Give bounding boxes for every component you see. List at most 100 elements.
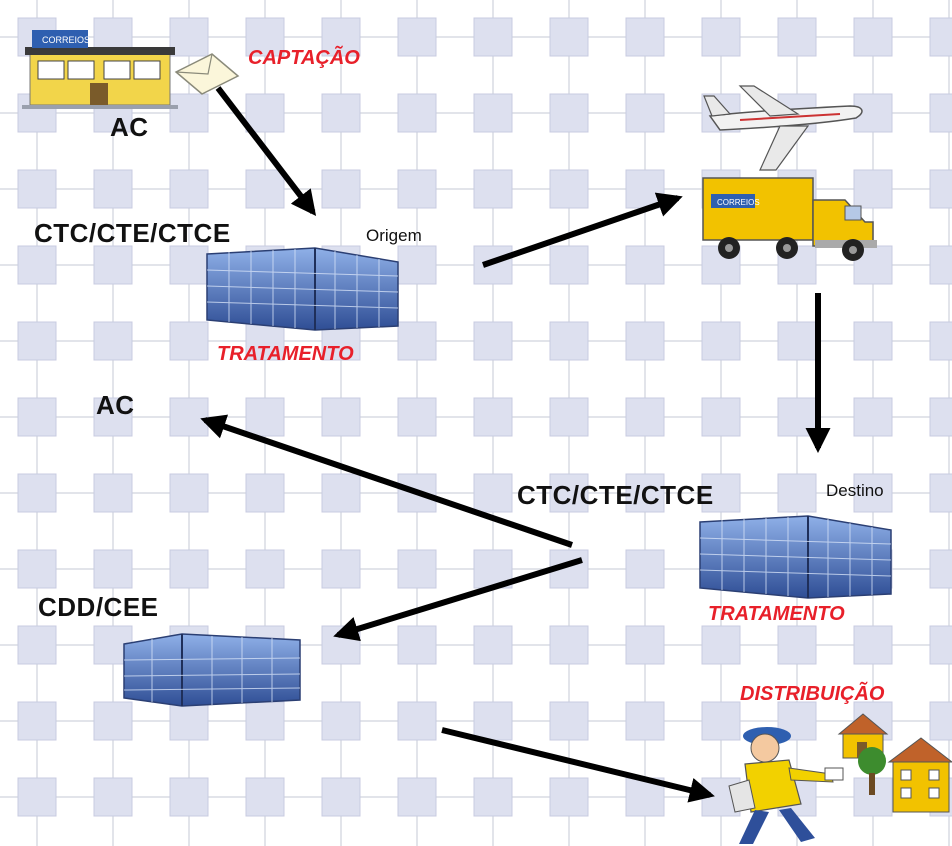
grid-square	[397, 245, 437, 285]
node-ctc-origem: CTC/CTE/CTCE	[34, 218, 231, 248]
tree-icon	[858, 747, 886, 795]
grid-square	[701, 625, 741, 665]
grid-square	[625, 625, 665, 665]
stage-tratamento-destino: TRATAMENTO	[708, 603, 845, 625]
grid-square	[17, 321, 57, 361]
grid-square	[321, 169, 361, 209]
grid-square	[929, 625, 952, 665]
node-origem-label: Origem	[366, 226, 422, 245]
grid-square	[397, 549, 437, 589]
grid-square	[853, 321, 893, 361]
grid-square	[929, 549, 952, 589]
grid-square	[929, 321, 952, 361]
building-icon	[123, 633, 301, 707]
grid-square	[929, 17, 952, 57]
grid-square	[473, 473, 513, 513]
grid-square	[549, 321, 589, 361]
grid-square	[777, 473, 817, 513]
grid-square	[397, 701, 437, 741]
grid-square	[701, 701, 741, 741]
grid-square	[625, 321, 665, 361]
stage-captacao: CAPTAÇÃO	[248, 47, 360, 69]
grid-square	[169, 549, 209, 589]
grid-square	[93, 397, 133, 437]
airplane-icon	[703, 85, 863, 171]
grid-square	[321, 397, 361, 437]
grid-square	[397, 321, 437, 361]
grid-square	[245, 549, 285, 589]
grid-square	[625, 397, 665, 437]
grid-square	[169, 473, 209, 513]
grid-square	[473, 245, 513, 285]
grid-square	[93, 321, 133, 361]
grid-square	[93, 777, 133, 817]
arrow-captacao	[215, 86, 317, 217]
grid-square	[321, 473, 361, 513]
grid-square	[321, 93, 361, 133]
grid-square	[929, 169, 952, 209]
grid-square	[17, 625, 57, 665]
grid-square	[93, 549, 133, 589]
envelope-icon	[174, 53, 240, 95]
grid-square	[245, 169, 285, 209]
arrow-to-ac	[200, 414, 573, 548]
grid-square	[625, 245, 665, 285]
grid-square	[625, 17, 665, 57]
grid-square	[549, 397, 589, 437]
grid-square	[473, 397, 513, 437]
node-ctc-destino: CTC/CTE/CTCE	[517, 480, 714, 510]
grid-square	[17, 777, 57, 817]
node-ac-return: AC	[96, 390, 135, 420]
stage-distribuicao: DISTRIBUIÇÃO	[740, 683, 885, 705]
grid-square	[625, 549, 665, 589]
stage-tratamento-origem: TRATAMENTO	[217, 343, 354, 365]
node-cdd: CDD/CEE	[38, 592, 159, 622]
grid-square	[929, 701, 952, 741]
grid-square	[93, 245, 133, 285]
grid-square	[853, 397, 893, 437]
grid-square	[397, 17, 437, 57]
houses-icon	[837, 713, 952, 813]
grid-square	[245, 473, 285, 513]
grid-square	[701, 473, 741, 513]
grid-square	[853, 169, 893, 209]
grid-square	[701, 321, 741, 361]
grid-square	[397, 169, 437, 209]
grid-square	[245, 321, 285, 361]
grid-square	[549, 473, 589, 513]
grid-square	[245, 701, 285, 741]
logo-text: CORREIOS	[42, 35, 90, 45]
grid-square	[169, 169, 209, 209]
grid-square	[929, 397, 952, 437]
grid-square	[169, 777, 209, 817]
grid-square	[549, 93, 589, 133]
grid-square	[169, 321, 209, 361]
mail-carrier-icon	[728, 727, 844, 844]
grid-square	[701, 397, 741, 437]
grid-square	[473, 169, 513, 209]
grid-square	[17, 169, 57, 209]
grid-square	[17, 701, 57, 741]
grid-square	[17, 245, 57, 285]
grid-square	[397, 397, 437, 437]
grid-square	[17, 473, 57, 513]
grid-square	[169, 245, 209, 285]
grid-square	[473, 17, 513, 57]
grid-square	[853, 473, 893, 513]
building-icon	[206, 247, 399, 331]
grid-square	[93, 169, 133, 209]
grid-square	[245, 397, 285, 437]
grid-square	[397, 625, 437, 665]
grid-square	[397, 777, 437, 817]
grid-square	[625, 701, 665, 741]
arrow-to-distribuicao	[441, 727, 715, 803]
grid-square	[473, 625, 513, 665]
grid-square	[321, 777, 361, 817]
grid-square	[625, 473, 665, 513]
grid-square	[245, 93, 285, 133]
grid-square	[549, 17, 589, 57]
grid-square	[929, 473, 952, 513]
grid-square	[169, 701, 209, 741]
truck-icon: CORREIOS	[702, 177, 877, 261]
